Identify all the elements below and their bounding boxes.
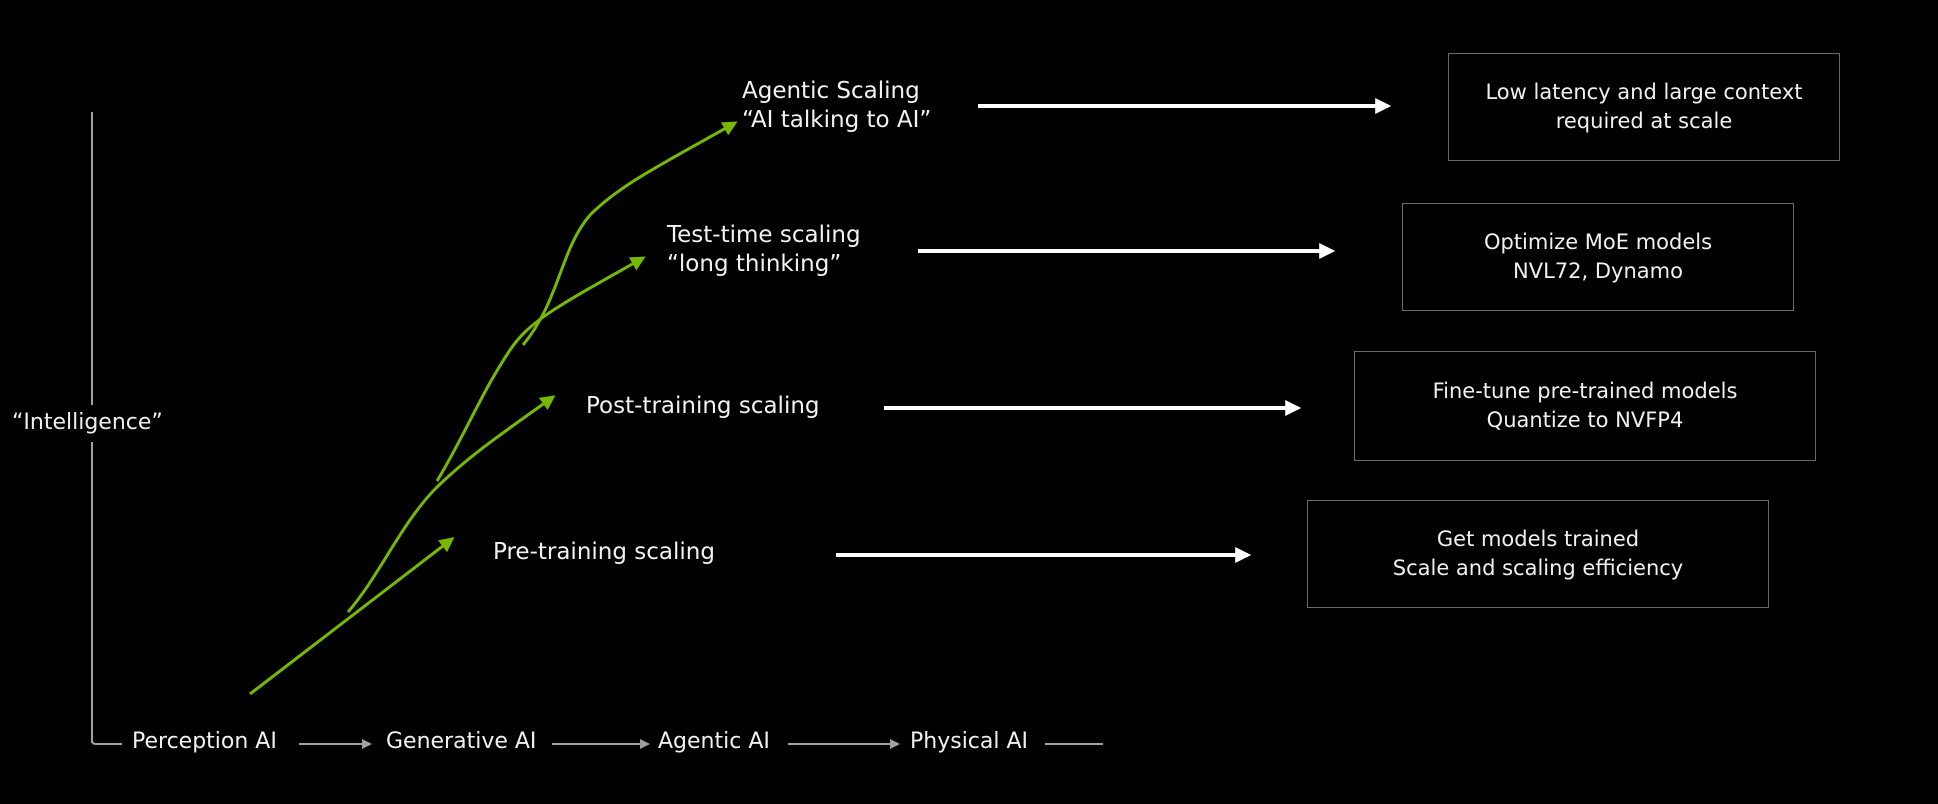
box-line: required at scale: [1555, 109, 1733, 133]
box-line: Get models trained: [1436, 527, 1640, 551]
outcome-box-pre-training: Get models trained Scale and scaling eff…: [1307, 500, 1769, 608]
x-stage-agentic-ai: Agentic AI: [658, 729, 770, 754]
scaling-title: Pre-training scaling: [493, 539, 715, 565]
outcome-box-agentic: Low latency and large context required a…: [1448, 53, 1840, 161]
scaling-title: Agentic Scaling: [742, 78, 920, 104]
x-stage-generative-ai: Generative AI: [386, 729, 537, 754]
curve-agentic: [521, 121, 738, 346]
scaling-title: Post-training scaling: [586, 393, 820, 419]
axis-corner: [91, 739, 122, 745]
outcome-box-post-training: Fine-tune pre-trained models Quantize to…: [1354, 351, 1816, 461]
scaling-subtitle: “long thinking”: [667, 251, 842, 277]
box-line: Optimize MoE models: [1483, 230, 1713, 254]
scaling-label-test-time: Test-time scaling “long thinking”: [667, 221, 861, 279]
scaling-label-pre-training: Pre-training scaling: [493, 538, 715, 567]
scaling-label-post-training: Post-training scaling: [586, 392, 820, 421]
curve-post-training: [346, 395, 556, 613]
box-line: Quantize to NVFP4: [1486, 408, 1684, 432]
x-stage-physical-ai: Physical AI: [910, 729, 1029, 754]
box-line: Scale and scaling efficiency: [1392, 556, 1684, 580]
box-line: NVL72, Dynamo: [1513, 259, 1683, 283]
outcome-box-test-time: Optimize MoE models NVL72, Dynamo: [1402, 203, 1794, 311]
box-line: Fine-tune pre-trained models: [1432, 379, 1738, 403]
curve-test-time: [435, 256, 646, 482]
box-line: Low latency and large context: [1485, 80, 1803, 104]
curve-pre-training: [249, 537, 455, 696]
scaling-label-agentic: Agentic Scaling “AI talking to AI”: [742, 77, 931, 135]
scaling-title: Test-time scaling: [667, 222, 861, 248]
scaling-subtitle: “AI talking to AI”: [742, 107, 932, 133]
y-axis-label: “Intelligence”: [12, 408, 163, 437]
x-stage-perception-ai: Perception AI: [132, 729, 277, 754]
